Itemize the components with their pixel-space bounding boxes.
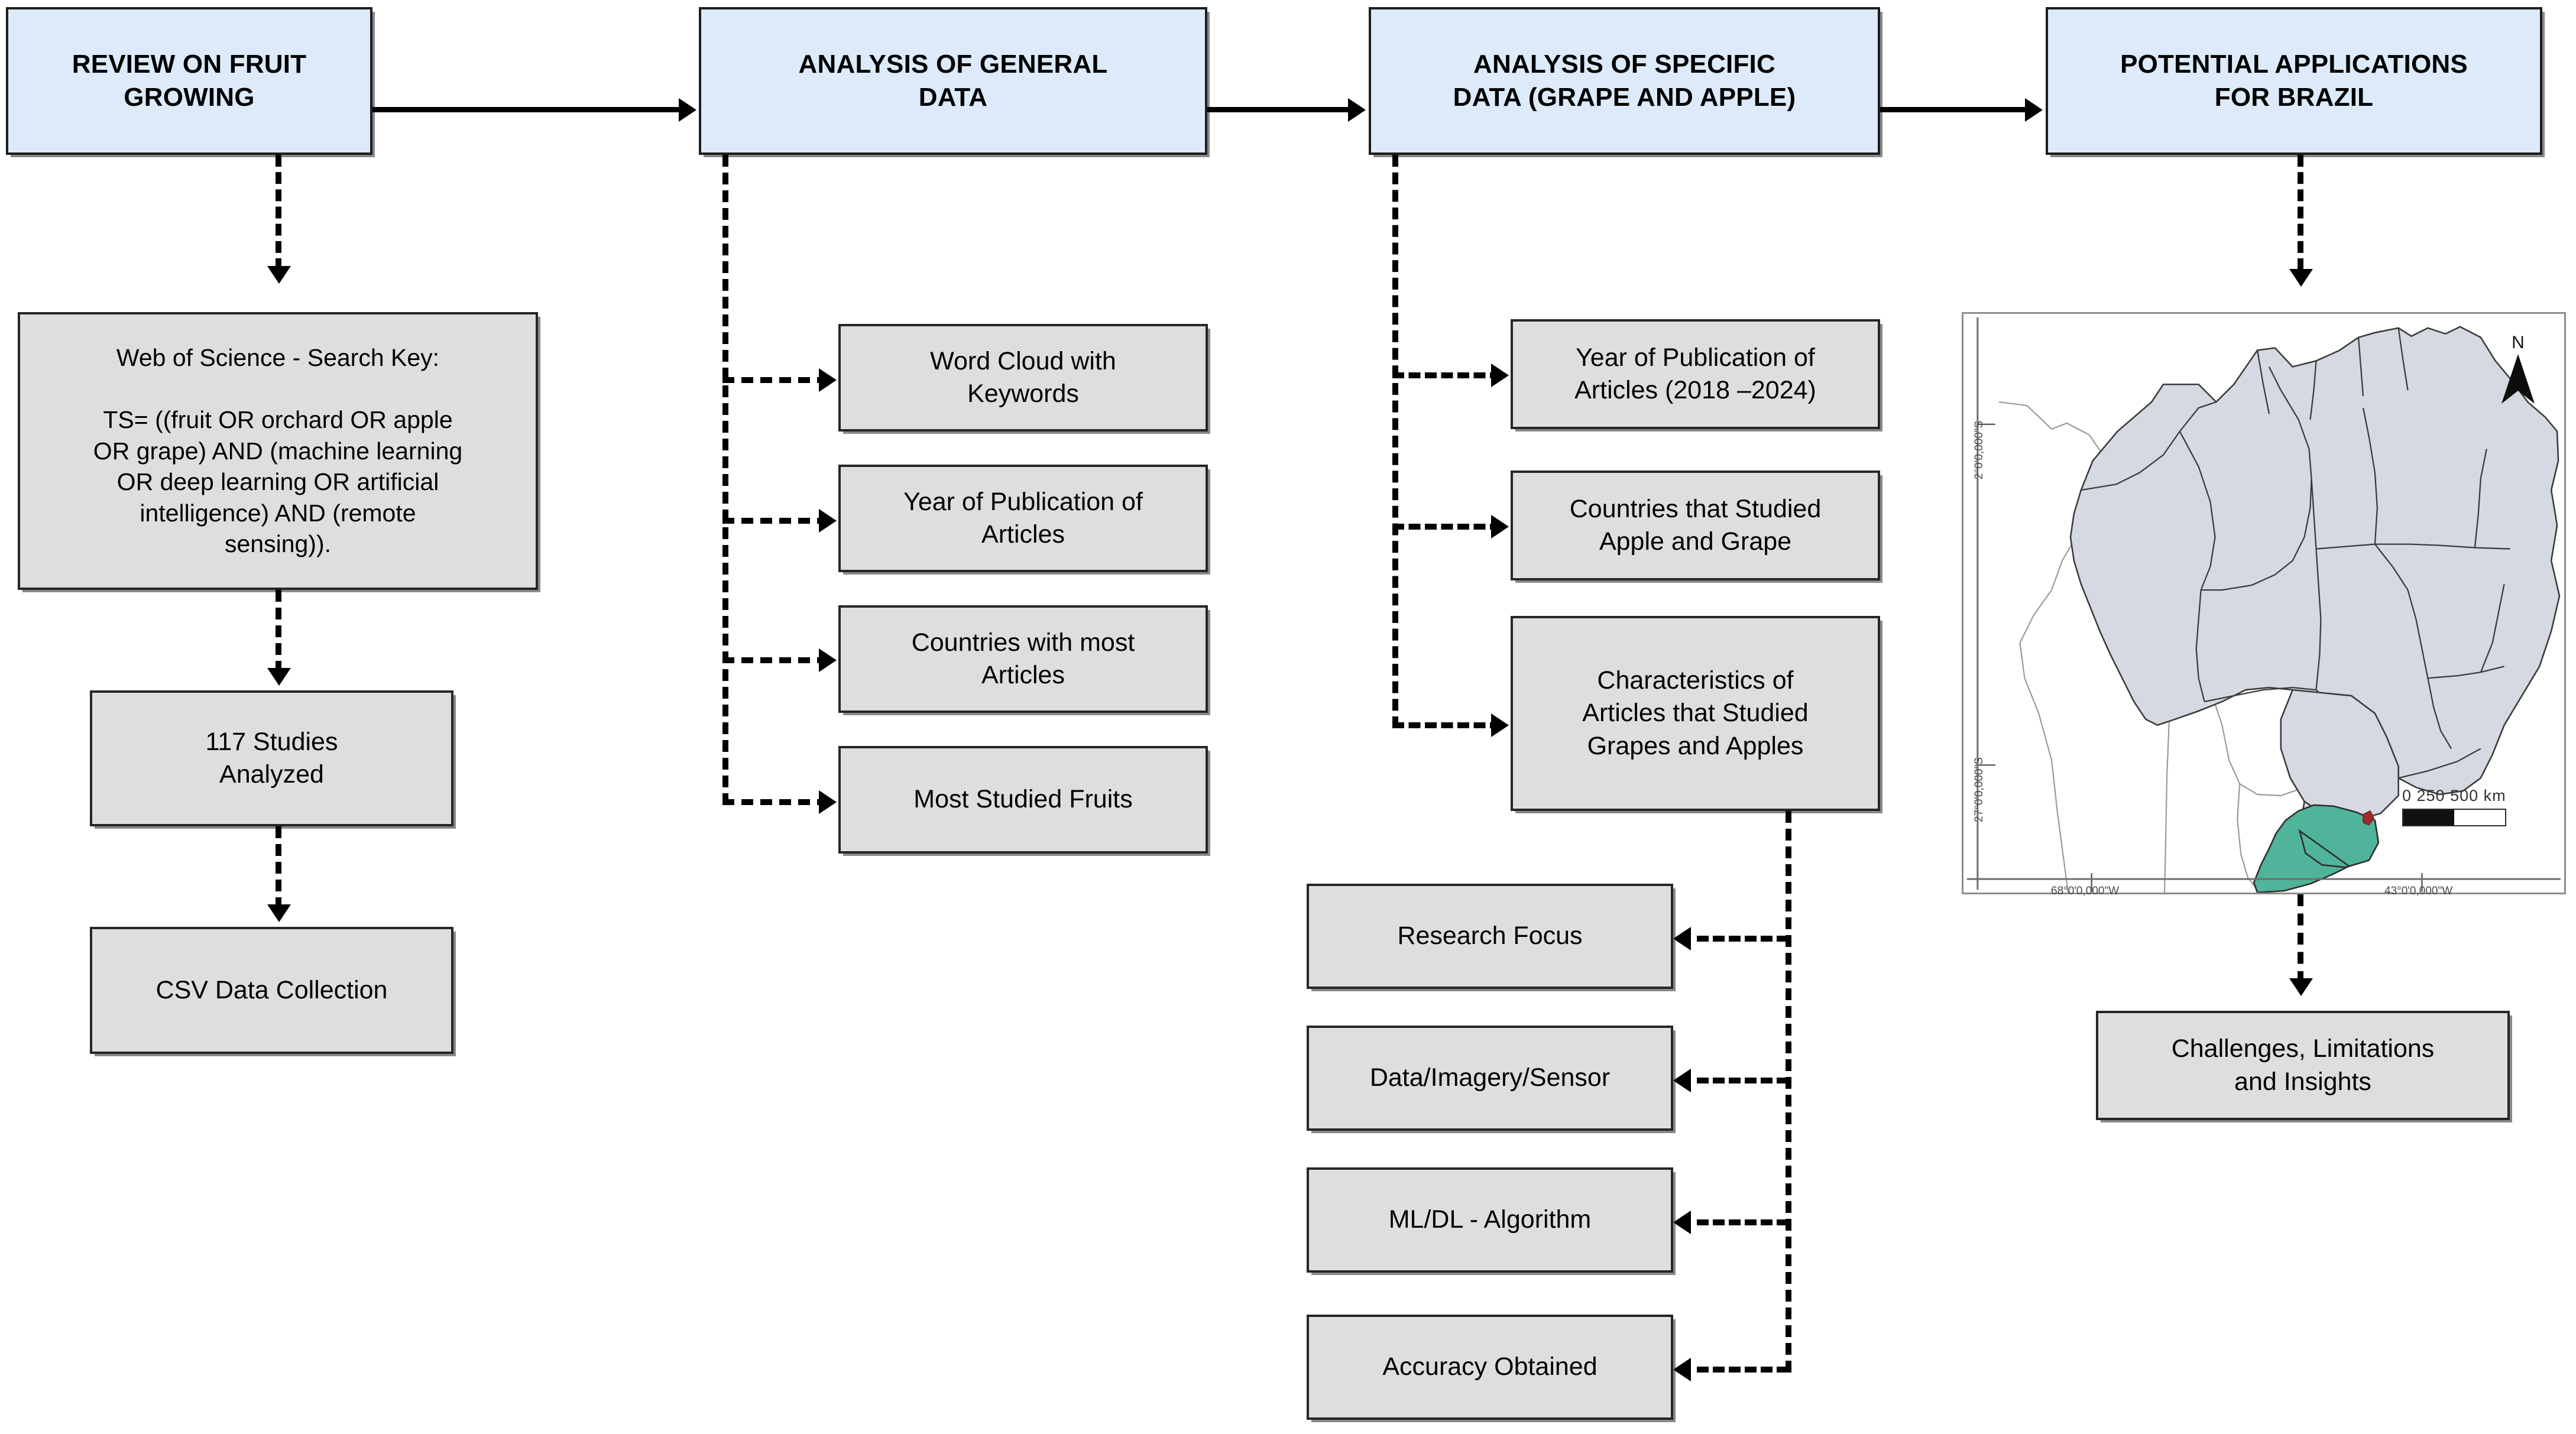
arrowhead-down-icon	[267, 668, 291, 686]
header-analysis-specific-data[interactable]: ANALYSIS OF SPECIFIC DATA (GRAPE AND APP…	[1369, 7, 1880, 155]
node-year-of-publication-articles[interactable]: Year of Publication of Articles	[838, 465, 1208, 572]
connector-map-to-challenges	[2298, 894, 2303, 983]
node-year-of-publication-2018-2024[interactable]: Year of Publication of Articles (2018 –2…	[1511, 319, 1880, 429]
header-label: ANALYSIS OF SPECIFIC DATA (GRAPE AND APP…	[1453, 49, 1796, 112]
header-analysis-general-data[interactable]: ANALYSIS OF GENERAL DATA	[699, 7, 1207, 155]
node-most-studied-fruits[interactable]: Most Studied Fruits	[838, 746, 1208, 854]
node-label: Research Focus	[1397, 922, 1583, 950]
node-117-studies-analyzed[interactable]: 117 Studies Analyzed	[90, 690, 453, 826]
node-label: Web of Science - Search Key: TS= ((fruit…	[93, 344, 463, 558]
connector-header1-to-header2	[372, 107, 680, 112]
header-potential-applications-brazil[interactable]: POTENTIAL APPLICATIONS FOR BRAZIL	[2046, 7, 2542, 155]
study-site-marker-icon	[2363, 810, 2374, 826]
connector-c3-branch-2	[1392, 524, 1502, 530]
connector-c1-header-to-search	[276, 155, 281, 270]
connector-c3-trunk	[1392, 155, 1398, 728]
connector-to-ml-dl-algorithm	[1697, 1219, 1788, 1225]
arrowhead-down-icon	[2289, 978, 2313, 996]
connector-characteristics-trunk	[1786, 811, 1791, 1373]
arrowhead-left-icon	[1673, 927, 1691, 950]
connector-c2-branch-2	[722, 518, 829, 524]
node-label: Data/Imagery/Sensor	[1369, 1063, 1611, 1092]
header-label: REVIEW ON FRUIT GROWING	[72, 49, 307, 112]
header-review-on-fruit-growing[interactable]: REVIEW ON FRUIT GROWING	[6, 7, 372, 155]
brazil-map-svg	[1966, 317, 2561, 893]
node-label: Most Studied Fruits	[913, 785, 1133, 814]
node-countries-with-most-articles[interactable]: Countries with most Articles	[838, 605, 1208, 713]
node-research-focus[interactable]: Research Focus	[1307, 884, 1673, 989]
arrowhead-right-icon	[1491, 713, 1509, 737]
connector-c2-branch-1	[722, 377, 829, 383]
map-latitude-label-2: 27°0'0,000"S	[1973, 757, 1985, 822]
node-csv-data-collection[interactable]: CSV Data Collection	[90, 927, 453, 1054]
map-scale-bar-graphic	[2402, 809, 2506, 826]
node-label: Accuracy Obtained	[1382, 1352, 1598, 1381]
node-countries-studied-apple-grape[interactable]: Countries that Studied Apple and Grape	[1511, 471, 1880, 580]
arrowhead-left-icon	[1673, 1069, 1691, 1092]
arrowhead-down-icon	[2289, 269, 2313, 287]
node-label: ML/DL - Algorithm	[1388, 1205, 1592, 1234]
connector-c3-branch-3	[1392, 722, 1502, 728]
connector-c2-branch-4	[722, 799, 829, 805]
map-latitude-label-1: 2°0'0,000"S	[1973, 420, 1985, 479]
arrowhead-right-icon	[819, 648, 837, 672]
header-label: ANALYSIS OF GENERAL DATA	[798, 49, 1108, 112]
node-accuracy-obtained[interactable]: Accuracy Obtained	[1307, 1315, 1673, 1420]
arrowhead-right-icon	[819, 790, 837, 814]
connector-c2-branch-3	[722, 657, 829, 663]
rio-grande-do-sul-highlight	[2253, 804, 2380, 893]
north-arrow: N	[2496, 334, 2541, 406]
header-label: POTENTIAL APPLICATIONS FOR BRAZIL	[2120, 49, 2468, 112]
arrowhead-left-icon	[1673, 1358, 1691, 1381]
connector-studies-to-csv	[276, 826, 281, 909]
connector-c4-header-to-map	[2298, 155, 2303, 270]
map-scale-labels: 0 250 500 km	[2402, 787, 2506, 804]
node-label: Characteristics of Articles that Studied…	[1582, 666, 1809, 760]
connector-search-to-studies	[276, 590, 281, 673]
node-word-cloud-with-keywords[interactable]: Word Cloud with Keywords	[838, 324, 1208, 432]
connector-header3-to-header4	[1880, 107, 2027, 112]
north-arrow-icon	[2502, 354, 2535, 404]
node-label: Word Cloud with Keywords	[930, 346, 1116, 408]
node-label: Countries with most Articles	[911, 628, 1135, 689]
arrowhead-right-icon	[819, 509, 837, 533]
node-challenges-limitations-insights[interactable]: Challenges, Limitations and Insights	[2096, 1011, 2510, 1120]
map-longitude-label-1: 68°0'0,000"W	[2051, 885, 2120, 897]
map-longitude-label-2: 43°0'0,000"W	[2384, 885, 2453, 897]
arrowhead-down-icon	[267, 266, 291, 284]
connector-to-research-focus	[1697, 936, 1788, 942]
arrowhead-down-icon	[267, 904, 291, 922]
node-label: Challenges, Limitations and Insights	[2171, 1034, 2435, 1096]
connector-header2-to-header3	[1207, 107, 1349, 112]
node-characteristics-articles-grapes-apples[interactable]: Characteristics of Articles that Studied…	[1511, 616, 1880, 811]
node-label: 117 Studies Analyzed	[205, 727, 338, 789]
node-label: Year of Publication of Articles	[903, 487, 1143, 549]
arrowhead-right-icon	[819, 368, 837, 392]
node-label: CSV Data Collection	[155, 975, 388, 1004]
node-label: Countries that Studied Apple and Grape	[1569, 494, 1822, 556]
north-arrow-label: N	[2512, 333, 2525, 352]
arrowhead-right-icon	[679, 98, 696, 122]
arrowhead-right-icon	[1348, 98, 1366, 122]
connector-c3-branch-1	[1392, 372, 1502, 378]
connector-to-accuracy-obtained	[1697, 1367, 1788, 1373]
arrowhead-left-icon	[1673, 1211, 1691, 1234]
map-scale-bar: 0 250 500 km	[2402, 787, 2506, 826]
arrowhead-right-icon	[1491, 364, 1509, 387]
brazil-location-map[interactable]: 2°0'0,000"S 27°0'0,000"S 68°0'0,000"W 43…	[1962, 312, 2566, 897]
arrowhead-right-icon	[1491, 515, 1509, 538]
node-label: Year of Publication of Articles (2018 –2…	[1574, 343, 1816, 404]
arrowhead-right-icon	[2025, 98, 2043, 122]
node-ml-dl-algorithm[interactable]: ML/DL - Algorithm	[1307, 1167, 1673, 1273]
connector-to-data-imagery-sensor	[1697, 1078, 1788, 1083]
node-data-imagery-sensor[interactable]: Data/Imagery/Sensor	[1307, 1026, 1673, 1131]
node-web-of-science-search-key[interactable]: Web of Science - Search Key: TS= ((fruit…	[18, 312, 538, 590]
connector-c2-trunk	[722, 155, 728, 805]
